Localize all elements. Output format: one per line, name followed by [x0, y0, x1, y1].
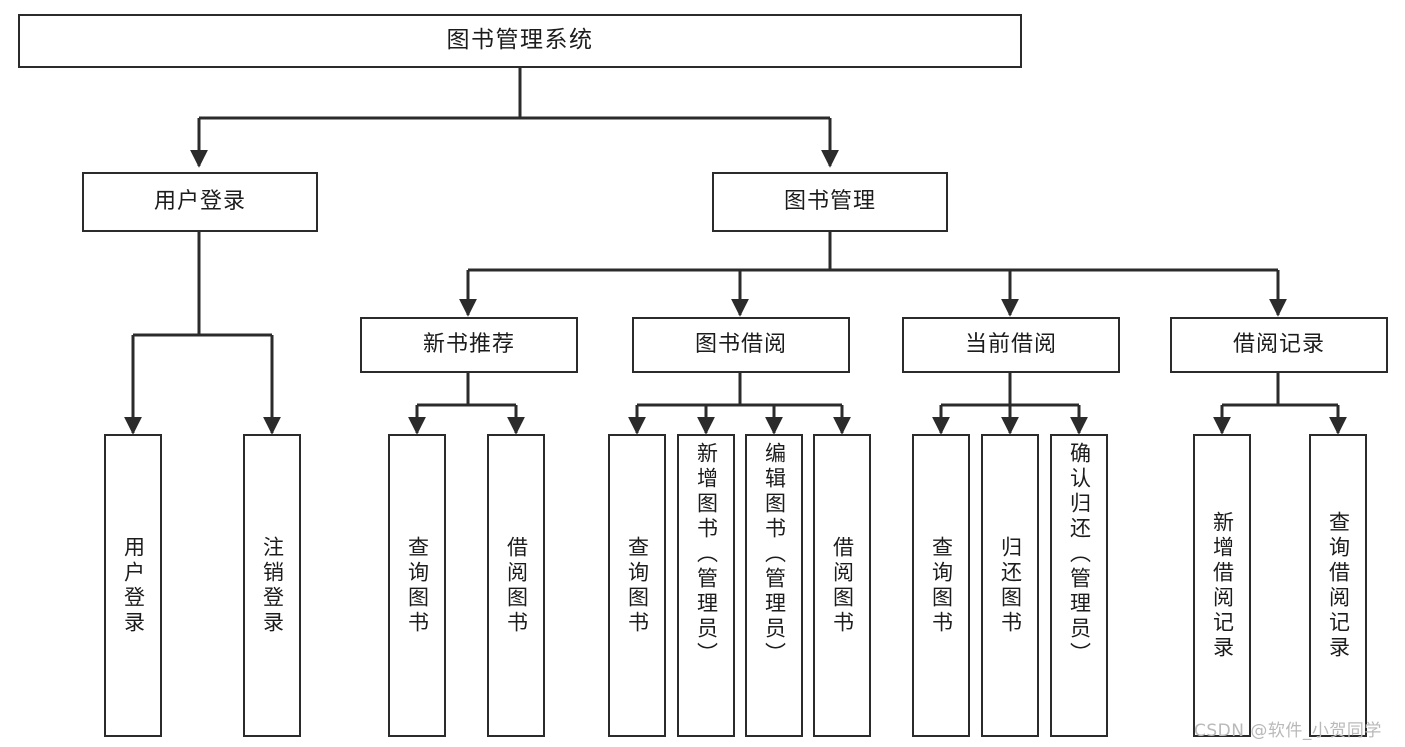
node-label: 编辑图书（管理员）: [762, 442, 787, 667]
node-label: 新增图书（管理员）: [694, 442, 719, 667]
node-label: 借阅记录: [1232, 332, 1325, 358]
leaf-current-query-book[interactable]: 查询图书: [912, 434, 970, 737]
node-new-book-recommend[interactable]: 新书推荐: [360, 317, 578, 373]
leaf-user-login[interactable]: 用户登录: [104, 434, 162, 737]
csdn-watermark: CSDN @软件_小贺同学: [1194, 721, 1382, 741]
node-label: 图书借阅: [694, 332, 787, 358]
leaf-confirm-return-admin[interactable]: 确认归还（管理员）: [1050, 434, 1108, 737]
node-label: 注销登录: [260, 535, 285, 636]
node-label: 查询图书: [625, 535, 650, 636]
node-label: 用户登录: [121, 535, 146, 636]
leaf-add-borrow-record[interactable]: 新增借阅记录: [1193, 434, 1251, 737]
node-book-management[interactable]: 图书管理: [712, 172, 948, 232]
leaf-logout[interactable]: 注销登录: [243, 434, 301, 737]
node-label: 图书管理系统: [446, 27, 594, 54]
leaf-borrow-book[interactable]: 借阅图书: [813, 434, 871, 737]
node-label: 借阅图书: [830, 535, 855, 636]
leaf-return-book[interactable]: 归还图书: [981, 434, 1039, 737]
node-label: 用户登录: [153, 189, 246, 215]
leaf-new-book-borrow[interactable]: 借阅图书: [487, 434, 545, 737]
node-book-borrow[interactable]: 图书借阅: [632, 317, 850, 373]
node-label: 查询图书: [405, 535, 430, 636]
node-label: 归还图书: [998, 535, 1023, 636]
node-root-system[interactable]: 图书管理系统: [18, 14, 1022, 68]
node-user-login[interactable]: 用户登录: [82, 172, 318, 232]
node-label: 查询借阅记录: [1326, 510, 1351, 661]
node-label: 查询图书: [929, 535, 954, 636]
leaf-add-book-admin[interactable]: 新增图书（管理员）: [677, 434, 735, 737]
node-label: 新书推荐: [422, 332, 515, 358]
node-label: 借阅图书: [504, 535, 529, 636]
node-current-borrow[interactable]: 当前借阅: [902, 317, 1120, 373]
leaf-edit-book-admin[interactable]: 编辑图书（管理员）: [745, 434, 803, 737]
leaf-query-borrow-record[interactable]: 查询借阅记录: [1309, 434, 1367, 737]
node-label: 图书管理: [783, 189, 876, 215]
node-label: 当前借阅: [964, 332, 1057, 358]
leaf-borrow-query-book[interactable]: 查询图书: [608, 434, 666, 737]
node-label: 新增借阅记录: [1210, 510, 1235, 661]
node-label: 确认归还（管理员）: [1067, 442, 1092, 667]
node-borrow-record[interactable]: 借阅记录: [1170, 317, 1388, 373]
leaf-new-book-query[interactable]: 查询图书: [388, 434, 446, 737]
